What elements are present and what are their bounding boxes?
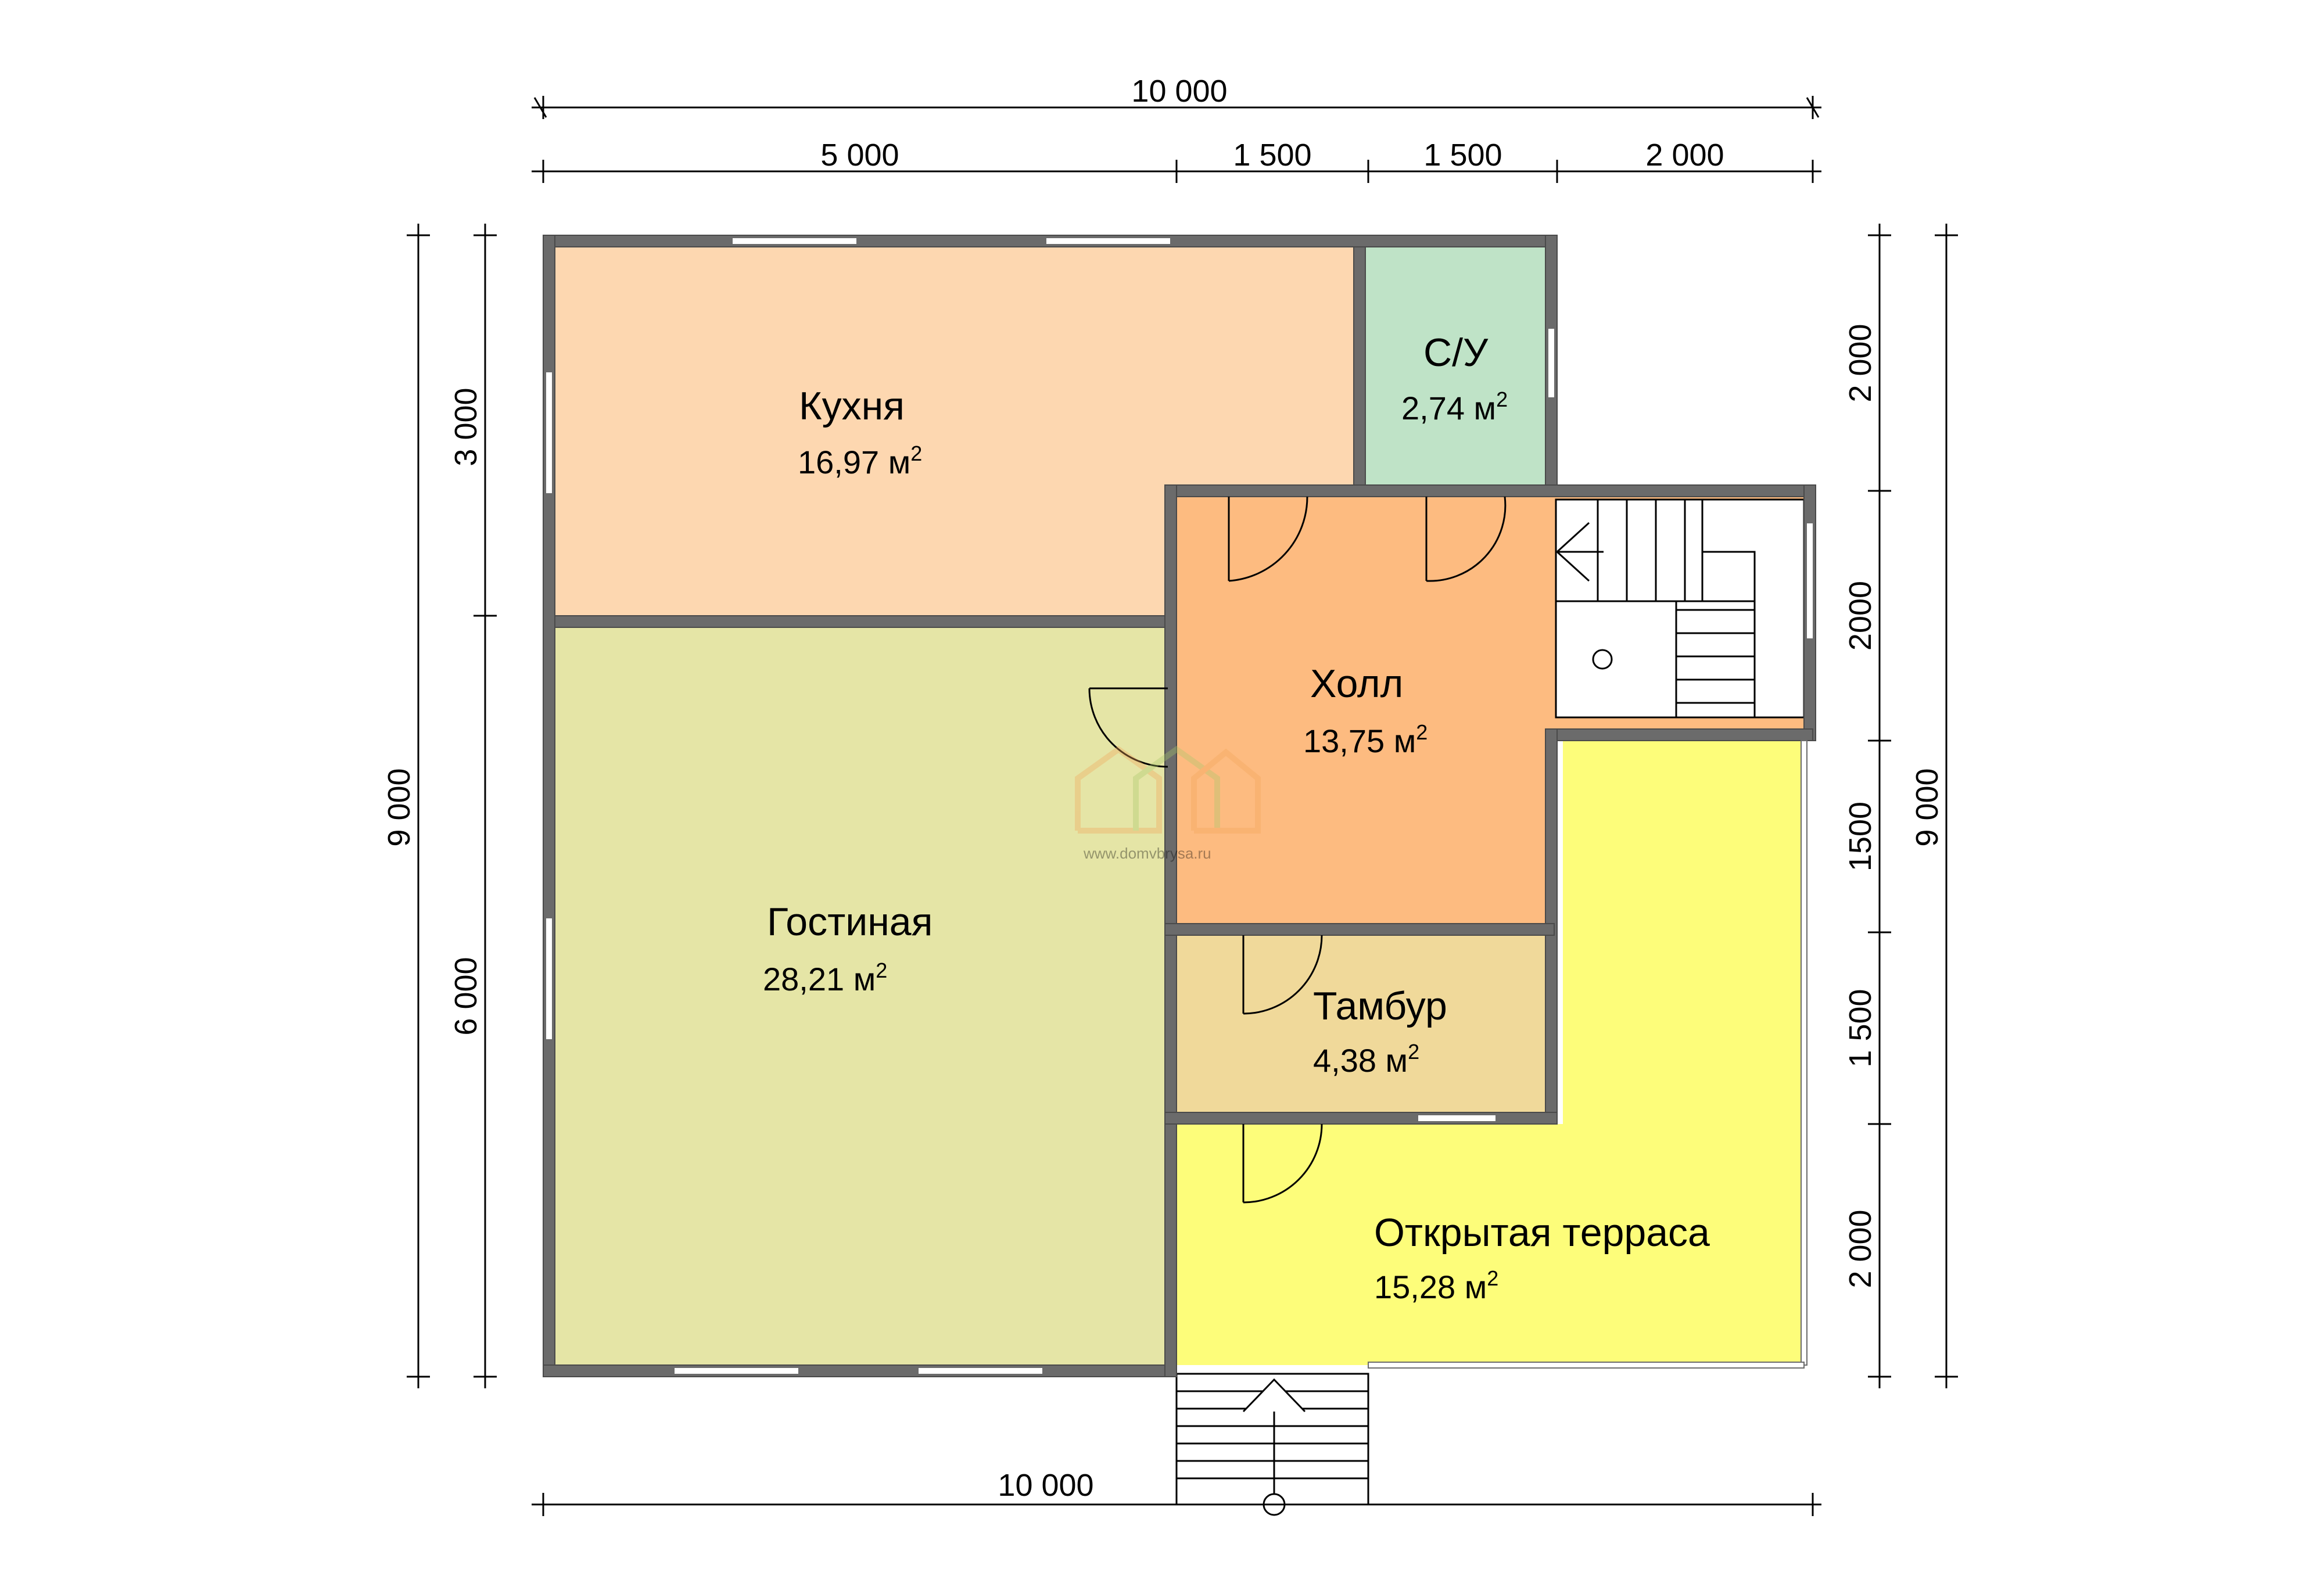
door-entrance — [1242, 1123, 1323, 1204]
dim-top-total: 10 000 — [1131, 74, 1227, 109]
porch-steps — [1175, 1373, 1369, 1516]
doors — [1088, 496, 1507, 1204]
dim-right-total: 9 000 — [1910, 768, 1945, 846]
dim-right-3: 1500 — [1843, 802, 1878, 871]
dim-top-3: 1 500 — [1423, 138, 1502, 173]
living-area: 28,21 м2 — [763, 958, 887, 997]
door-vestibule-hall — [1242, 935, 1323, 1015]
watermark-text: www.domvbrysa.ru — [1083, 845, 1211, 862]
vestibule-area: 4,38 м2 — [1313, 1040, 1419, 1079]
kitchen-name: Кухня — [799, 384, 905, 428]
dimension-labels: 10 000 5 000 1 500 1 500 2 000 10 000 9 … — [382, 74, 1945, 1503]
bath-area: 2,74 м2 — [1401, 387, 1508, 426]
dimension-lines — [407, 96, 1958, 1516]
room-labels: Кухня 16,97 м2 С/У 2,74 м2 Холл 13,75 м2… — [763, 331, 1710, 1305]
hall-area: 13,75 м2 — [1303, 720, 1428, 759]
terrace-name: Открытая терраса — [1374, 1211, 1710, 1255]
vestibule-fill — [1177, 935, 1554, 1115]
door-living — [1088, 687, 1168, 768]
dim-top-4: 2 000 — [1645, 138, 1724, 173]
living-name: Гостиная — [767, 900, 933, 944]
hall-name: Холл — [1310, 662, 1403, 706]
dim-left-upper: 3 000 — [449, 387, 483, 466]
dim-top-2: 1 500 — [1233, 138, 1311, 173]
dim-right-1: 2 000 — [1843, 324, 1878, 402]
dim-bottom-total: 10 000 — [998, 1468, 1093, 1503]
bath-name: С/У — [1423, 331, 1489, 375]
terrace-area: 15,28 м2 — [1374, 1266, 1498, 1305]
vestibule-name: Тамбур — [1313, 984, 1447, 1028]
dim-right-2: 2000 — [1843, 581, 1878, 651]
door-bath — [1425, 496, 1507, 582]
bath-fill — [1365, 247, 1556, 491]
door-kitchen — [1228, 496, 1308, 582]
dim-left-total: 9 000 — [382, 768, 417, 846]
watermark: www.domvbrysa.ru — [1075, 745, 1261, 862]
dim-right-4: 1 500 — [1843, 989, 1878, 1067]
kitchen-area: 16,97 м2 — [798, 441, 922, 480]
terrace-fill — [1177, 741, 1801, 1365]
staircase — [1555, 498, 1805, 719]
dim-left-lower: 6 000 — [449, 957, 483, 1035]
room-fills — [555, 247, 1813, 1365]
dim-top-1: 5 000 — [820, 138, 899, 173]
living-fill — [555, 627, 1168, 1365]
windows — [545, 237, 1814, 1375]
dim-right-5: 2 000 — [1843, 1209, 1878, 1288]
